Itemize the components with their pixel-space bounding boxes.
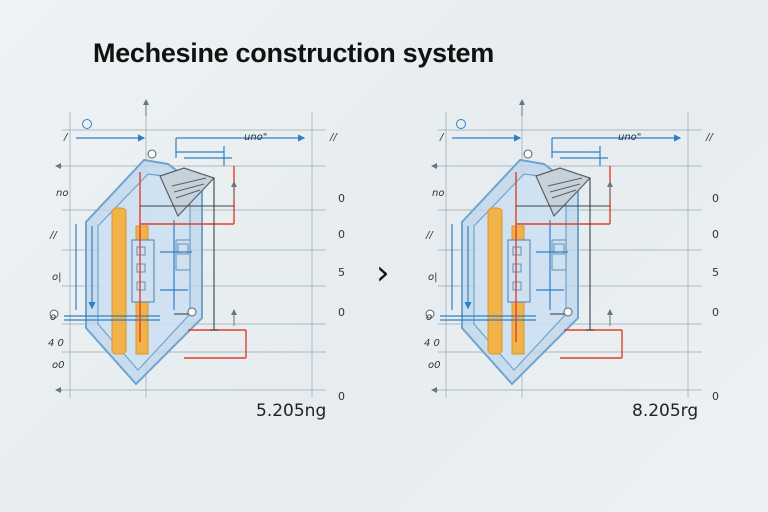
circle-marker-icon: [456, 119, 466, 129]
right-label-4: 0: [338, 306, 345, 319]
left-label-4: o: [50, 312, 56, 323]
weight-value: 5.205ng: [256, 401, 326, 421]
top-right-mark: //: [705, 132, 714, 143]
left-label-4: o: [426, 312, 432, 323]
right-label-3: 5: [338, 266, 345, 279]
right-label-1: 0: [338, 192, 345, 205]
top-label: uno": [244, 132, 267, 143]
right-label-1: 0: [712, 192, 719, 205]
right-label-5: 0: [712, 390, 719, 403]
left-label-5: 4 0: [48, 338, 64, 349]
left-label-2: //: [49, 230, 58, 241]
diagram-panel-1: / uno" // no // o| o 4 0 o0 0 0 5 0 0 5.…: [48, 100, 345, 421]
weight-value: 8.205rg: [632, 401, 698, 421]
right-label-2: 0: [712, 228, 719, 241]
chevron-right-icon: ›: [376, 253, 390, 293]
left-label-5: 4 0: [424, 338, 440, 349]
top-label: uno": [618, 132, 641, 143]
left-label-1: no: [56, 188, 68, 199]
right-label-4: 0: [712, 306, 719, 319]
right-label-2: 0: [338, 228, 345, 241]
right-label-5: 0: [338, 390, 345, 403]
page-title: Mechesine construction system: [93, 38, 494, 68]
top-left-mark: /: [63, 132, 69, 143]
left-label-6: o0: [52, 360, 64, 371]
top-left-mark: /: [439, 132, 445, 143]
diagram-panel-2: / uno" // no // o| o 4 0 o0 0 0 5 0 0 8.…: [424, 100, 719, 421]
top-right-mark: //: [329, 132, 338, 143]
left-label-3: o|: [52, 272, 62, 283]
left-label-3: o|: [428, 272, 438, 283]
left-label-6: o0: [428, 360, 440, 371]
left-label-2: //: [425, 230, 434, 241]
circle-marker-icon: [82, 119, 92, 129]
left-label-1: no: [432, 188, 444, 199]
right-label-3: 5: [712, 266, 719, 279]
